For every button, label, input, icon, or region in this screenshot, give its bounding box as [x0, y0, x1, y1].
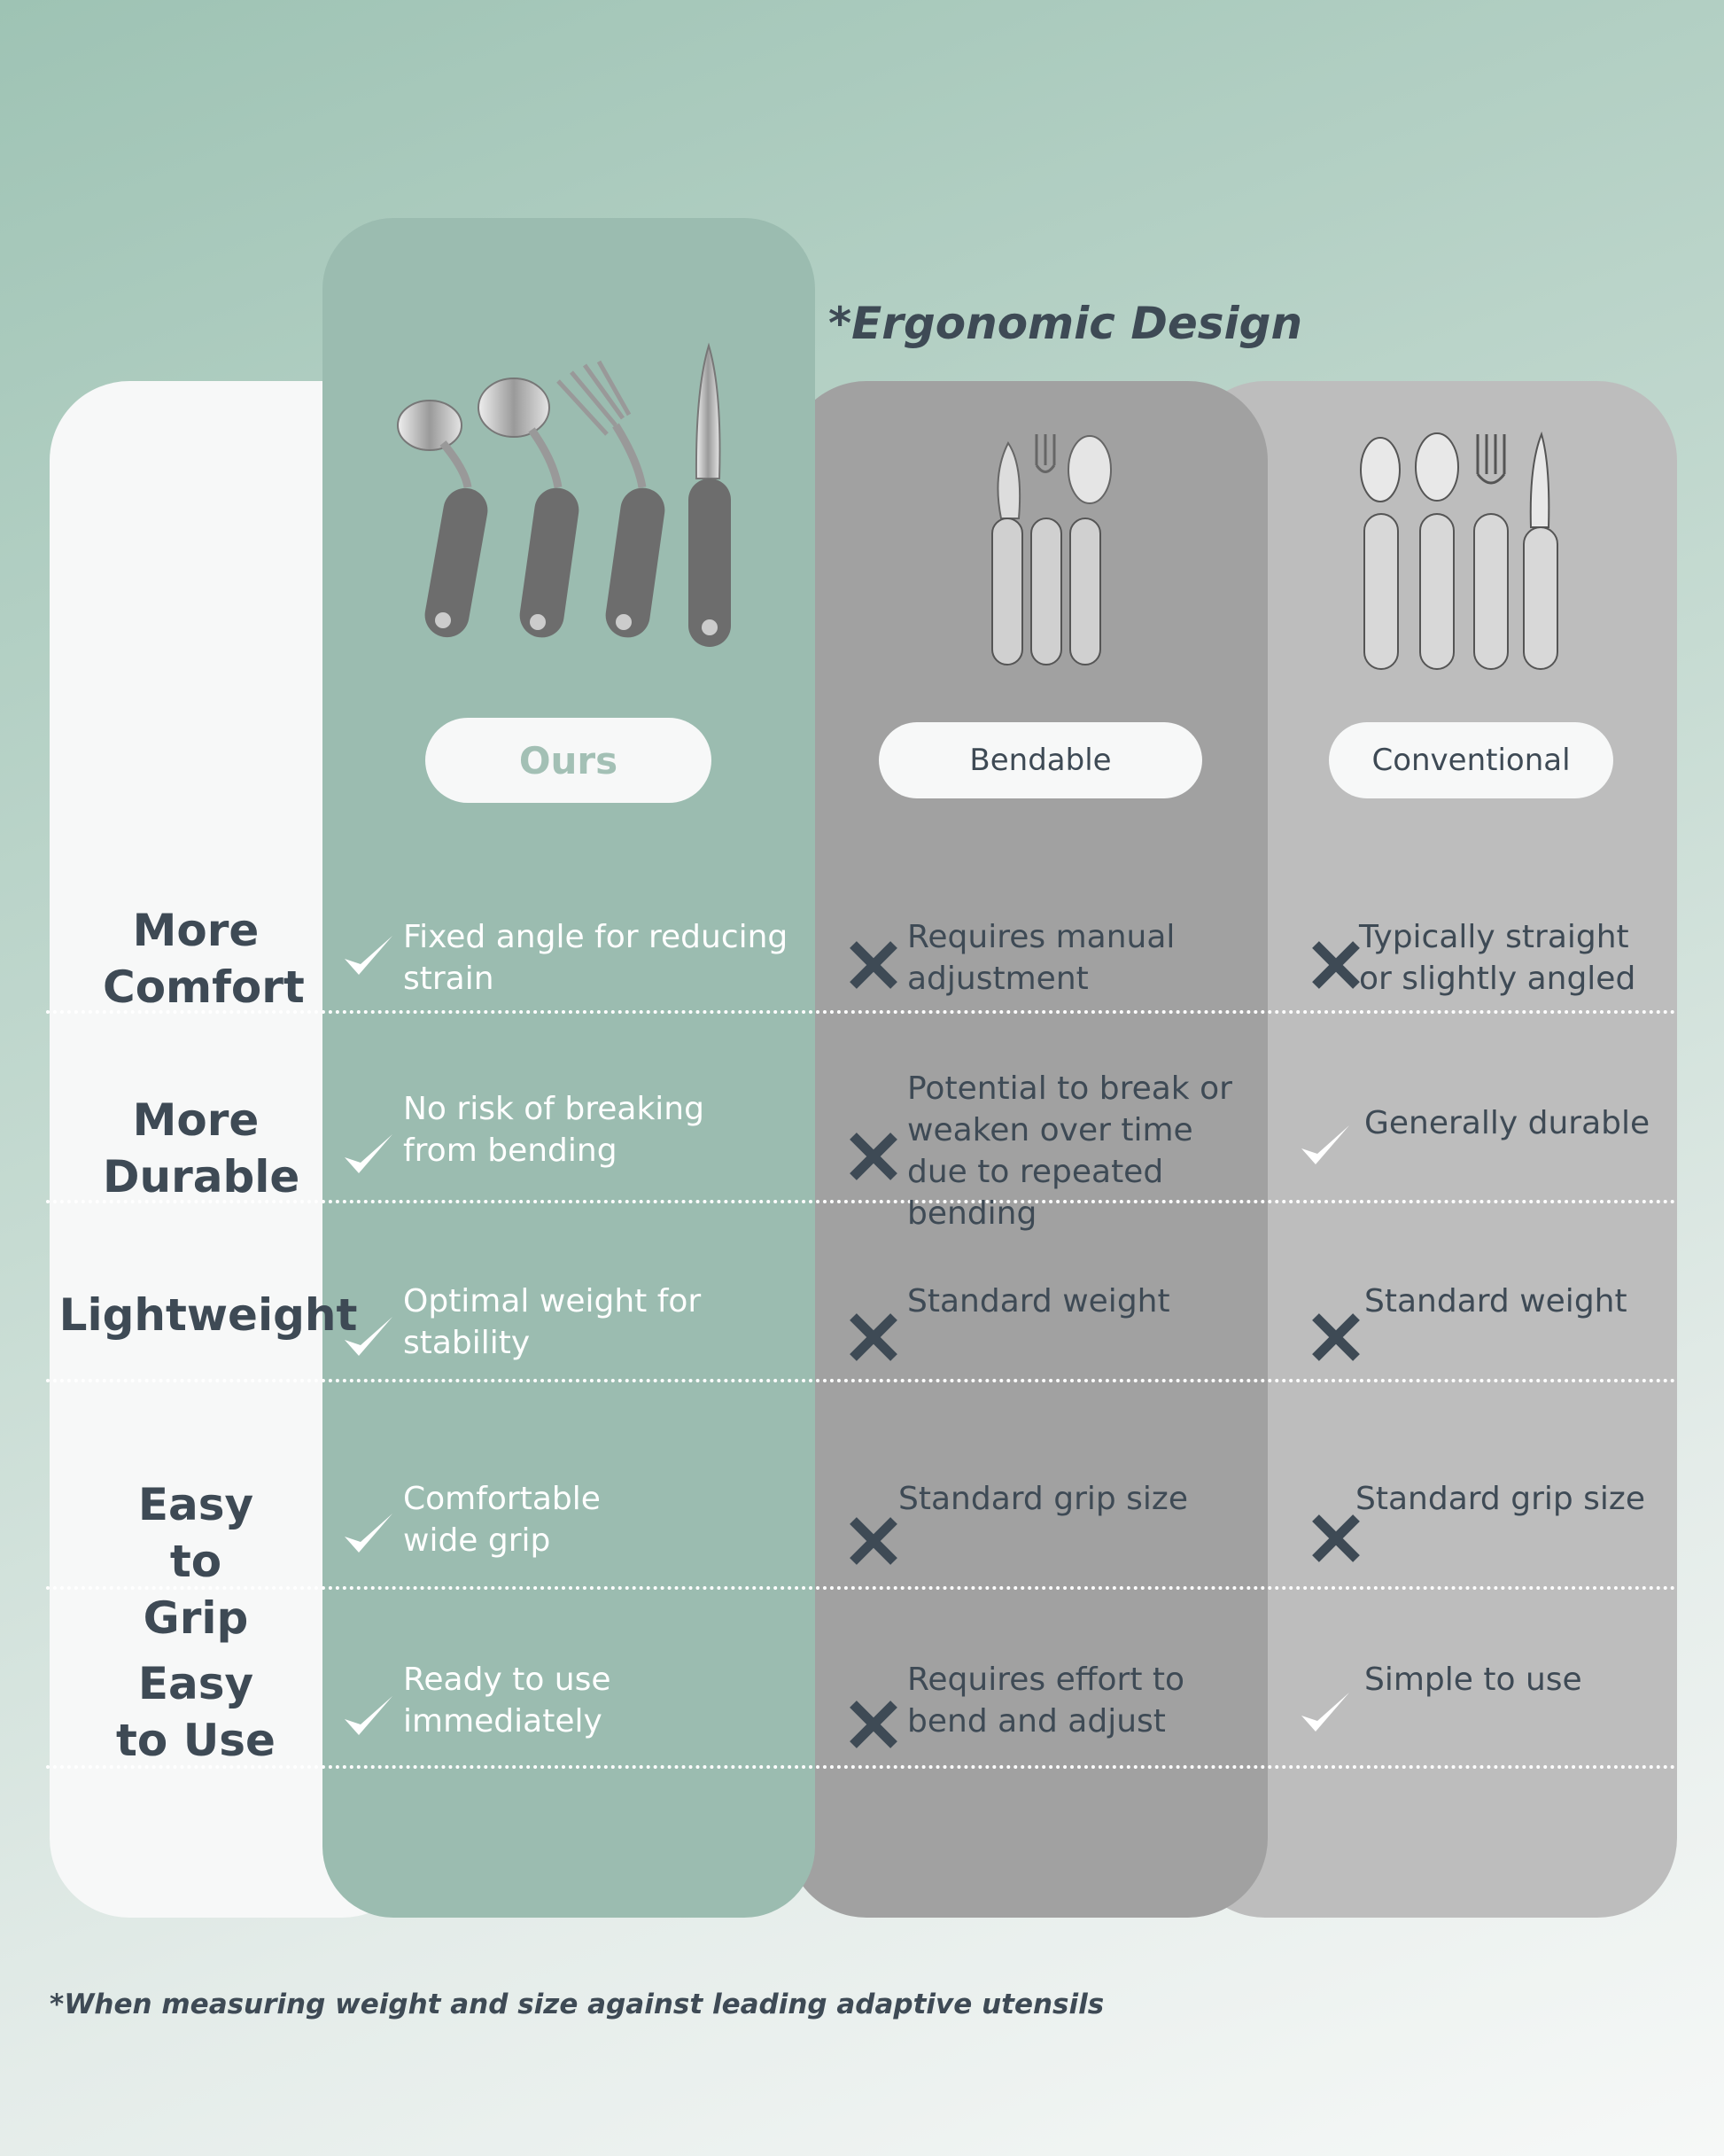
- row-divider: [46, 1010, 1676, 1014]
- check-icon: [1301, 1125, 1349, 1164]
- conventional-durable-text: Generally durable: [1364, 1105, 1650, 1141]
- conventional-comfort-text: Typically straight or slightly angled: [1359, 919, 1636, 997]
- ours-lightweight-text: Optimal weight for stability: [403, 1283, 702, 1361]
- check-icon: [345, 936, 392, 975]
- cross-icon: [1312, 941, 1360, 989]
- ours-use-text: Ready to use immediately: [403, 1662, 611, 1740]
- cross-icon: [850, 1313, 897, 1361]
- cross-icon: [1312, 1313, 1360, 1361]
- ours-durable-text: No risk of breaking from bending: [403, 1091, 704, 1169]
- ours-comfort-text: Fixed angle for reducing strain: [403, 919, 788, 997]
- headline: *Ergonomic Design: [828, 298, 1303, 349]
- bendable-use-text: Requires effort to bend and adjust: [907, 1662, 1185, 1740]
- ours-utensils-image: [397, 342, 731, 647]
- conventional-lightweight-text: Standard weight: [1364, 1283, 1627, 1319]
- row-divider: [46, 1765, 1676, 1769]
- bendable-comfort-text: Requires manual adjustment: [907, 919, 1176, 997]
- bendable-durable-text: Potential to break or weaken over time d…: [907, 1070, 1232, 1232]
- bendable-grip-text: Standard grip size: [898, 1481, 1188, 1517]
- bendable-lightweight-text: Standard weight: [907, 1283, 1170, 1319]
- row-label-comfort: More Comfort: [103, 905, 305, 1013]
- conventional-use-text: Simple to use: [1364, 1662, 1582, 1698]
- cross-icon: [850, 941, 897, 989]
- row-label-lightweight: Lightweight: [58, 1289, 358, 1341]
- ours-column-label: Ours: [425, 718, 711, 803]
- row-divider: [46, 1586, 1676, 1590]
- row-label-grip: Easy to Grip: [137, 1479, 254, 1644]
- cross-icon: [850, 1132, 897, 1180]
- check-icon: [345, 1134, 392, 1173]
- cross-icon: [850, 1517, 897, 1565]
- cross-icon: [1312, 1514, 1360, 1562]
- check-icon: [345, 1696, 392, 1735]
- check-icon: [345, 1514, 392, 1553]
- ours-grip-text: Comfortable wide grip: [403, 1481, 601, 1559]
- conventional-grip-text: Standard grip size: [1355, 1481, 1645, 1517]
- bendable-column-label: Bendable: [879, 722, 1202, 798]
- footnote: *When measuring weight and size against …: [50, 1989, 1105, 2020]
- row-divider: [46, 1379, 1676, 1382]
- row-label-durable: More Durable: [103, 1094, 300, 1203]
- cross-icon: [850, 1701, 897, 1748]
- check-icon: [1301, 1693, 1349, 1732]
- conventional-column-label: Conventional: [1329, 722, 1613, 798]
- check-icon: [345, 1317, 392, 1356]
- row-divider: [46, 1200, 1676, 1203]
- row-label-use: Easy to Use: [116, 1658, 276, 1766]
- conventional-utensils-image: [1360, 431, 1558, 670]
- bendable-utensils-image: [991, 434, 1112, 665]
